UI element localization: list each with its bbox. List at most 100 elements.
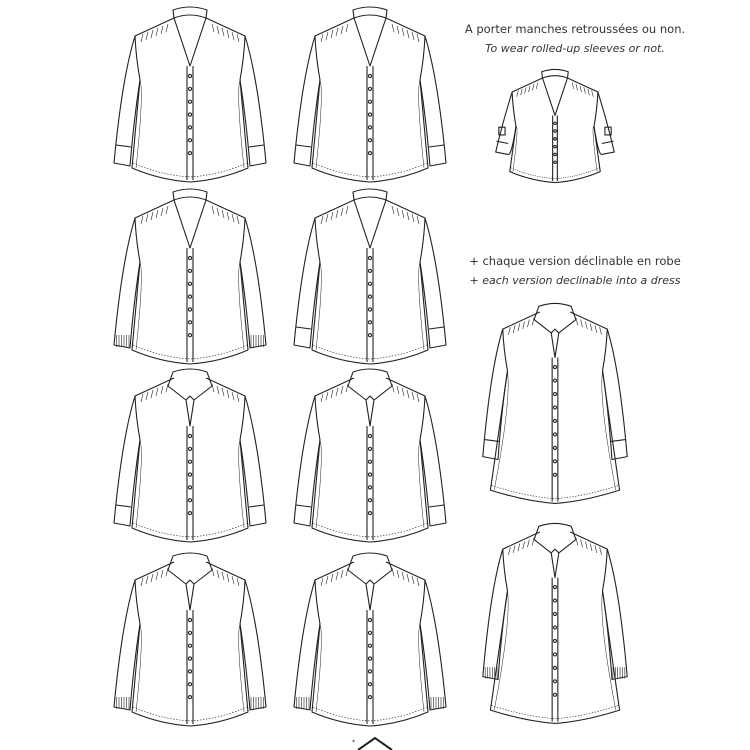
button — [552, 585, 558, 590]
yoke-gather — [211, 383, 215, 393]
logo-star-icon: * — [352, 739, 355, 746]
yoke-gather — [150, 389, 154, 399]
sleeve — [113, 35, 141, 167]
button — [367, 459, 373, 464]
sleeve — [293, 579, 321, 711]
button — [552, 365, 558, 370]
sleeve — [419, 579, 447, 711]
button — [367, 255, 373, 261]
yoke-gather — [231, 213, 235, 223]
side-seam — [418, 79, 425, 169]
yoke-gather — [599, 327, 602, 335]
cuff-line — [610, 438, 626, 442]
yoke-gather — [587, 88, 590, 96]
button — [187, 73, 193, 79]
side-seam — [418, 261, 425, 351]
yoke-gather — [411, 575, 415, 585]
yoke-gather — [391, 383, 395, 393]
yoke-gather — [524, 87, 527, 94]
cuff-line — [428, 144, 445, 148]
side-seam — [135, 623, 142, 713]
button — [187, 433, 193, 439]
button — [187, 498, 193, 503]
yoke-gather — [226, 29, 230, 39]
neckline-v — [173, 199, 207, 249]
button — [367, 112, 373, 117]
button — [553, 121, 557, 126]
sleeve — [482, 548, 509, 681]
button — [187, 138, 193, 143]
sleeve — [419, 217, 447, 349]
button — [187, 86, 193, 92]
rolled-cuff — [496, 140, 509, 145]
yoke-gather — [599, 547, 602, 555]
shirt-v7-front — [113, 552, 267, 727]
sleeve — [419, 395, 447, 527]
neckline-v — [550, 332, 560, 359]
button — [187, 669, 193, 674]
yoke-gather — [527, 539, 530, 548]
side-seam — [601, 370, 617, 491]
button — [552, 378, 558, 383]
yoke-gather — [411, 213, 415, 223]
button — [552, 391, 558, 397]
sleeve — [293, 35, 321, 167]
neckline-v — [185, 583, 195, 611]
side-seam — [493, 590, 509, 711]
yoke-gather — [140, 577, 144, 587]
button — [187, 630, 193, 636]
collar — [167, 368, 213, 401]
sleeve — [113, 579, 141, 711]
cuff-line — [115, 504, 132, 508]
sleeve — [113, 395, 141, 527]
button — [367, 682, 373, 687]
yoke-gather — [211, 205, 215, 215]
yoke-gather — [145, 213, 149, 223]
yoke-gather — [508, 327, 511, 335]
yoke-gather — [340, 207, 344, 217]
yoke-gather — [165, 567, 169, 577]
yoke-gather — [231, 31, 235, 41]
side-seam — [512, 126, 518, 172]
button — [553, 137, 557, 141]
yoke-gather — [340, 25, 344, 35]
yoke-gather — [391, 567, 395, 577]
yoke-gather — [411, 391, 415, 401]
yoke-gather — [335, 387, 339, 397]
yoke-gather — [325, 575, 329, 585]
yoke-gather — [140, 393, 144, 403]
button — [552, 405, 558, 410]
neckline-v — [353, 199, 387, 249]
sleeve — [293, 395, 321, 527]
cuff-line — [428, 504, 445, 508]
yoke-gather — [522, 541, 525, 550]
cuff-line — [295, 504, 312, 508]
body-outline — [311, 561, 429, 727]
collar — [533, 522, 577, 554]
rolled-cuff — [601, 140, 614, 145]
side-seam — [592, 126, 598, 172]
yoke-gather — [236, 33, 240, 43]
yoke-gather — [396, 385, 400, 395]
side-seam — [238, 623, 245, 713]
cuff-line — [295, 326, 312, 330]
yoke-gather — [571, 82, 575, 89]
button — [552, 445, 558, 450]
yoke-gather — [150, 29, 154, 39]
yoke-gather — [340, 385, 344, 395]
yoke-gather — [236, 215, 240, 225]
yoke-gather — [416, 215, 420, 225]
button — [552, 652, 558, 657]
shirt-rolled-sleeves — [495, 68, 615, 184]
button — [552, 692, 558, 697]
button — [552, 418, 558, 424]
yoke-gather — [160, 385, 164, 395]
button — [187, 617, 193, 623]
yoke-gather — [165, 383, 169, 393]
shirt-v1-front — [113, 6, 267, 183]
button — [367, 307, 373, 312]
sleeve — [593, 91, 615, 155]
body-outline — [131, 17, 249, 183]
button — [187, 694, 193, 700]
yoke-gather — [160, 207, 164, 217]
